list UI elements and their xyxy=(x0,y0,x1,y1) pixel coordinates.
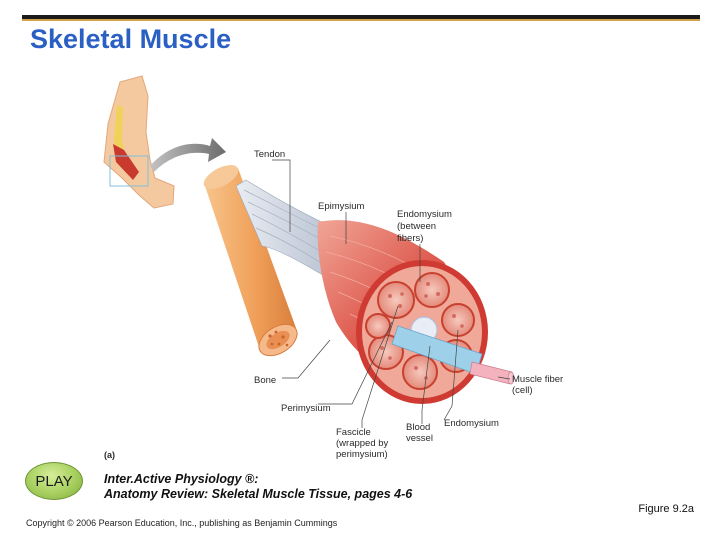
panel-letter: (a) xyxy=(104,450,115,460)
figure-number: Figure 9.2a xyxy=(638,503,694,515)
label-endomysium-between-1: Endomysium xyxy=(397,209,452,220)
bone xyxy=(203,165,298,357)
label-blood-vessel-1: Blood xyxy=(406,422,430,433)
reference-text: Inter.Active Physiology ®: Anatomy Revie… xyxy=(104,472,412,502)
label-epimysium: Epimysium xyxy=(318,201,365,212)
copyright-text: Copyright © 2006 Pearson Education, Inc.… xyxy=(26,518,338,528)
label-fascicle-1: Fascicle xyxy=(336,427,371,438)
magnified-region-box xyxy=(109,155,149,187)
label-blood-vessel-2: vessel xyxy=(406,433,433,444)
label-perimysium: Perimysium xyxy=(281,403,331,414)
magnify-arrow-icon xyxy=(150,138,226,172)
reference-line-2: Anatomy Review: Skeletal Muscle Tissue, … xyxy=(104,487,413,501)
label-endomysium: Endomysium xyxy=(444,418,499,429)
label-muscle-fiber-1: Muscle fiber xyxy=(512,374,563,385)
label-fascicle-3: perimysium) xyxy=(336,449,388,460)
arm-illustration xyxy=(103,75,175,209)
arm-muscle xyxy=(113,144,139,180)
muscle-fiber xyxy=(469,361,513,385)
label-endomysium-between-3: fibers) xyxy=(397,233,423,244)
label-tendon: Tendon xyxy=(254,149,285,160)
top-rule-accent xyxy=(22,19,700,21)
label-endomysium-between-2: (between xyxy=(397,221,436,232)
top-rule xyxy=(22,15,700,19)
page-title: Skeletal Muscle xyxy=(30,24,232,54)
label-fascicle-2: (wrapped by xyxy=(336,438,389,449)
play-button[interactable]: PLAY xyxy=(25,462,83,500)
leader-lines xyxy=(272,159,511,428)
label-muscle-fiber-2: (cell) xyxy=(512,385,533,396)
label-bone: Bone xyxy=(254,375,276,386)
muscle-cross-section xyxy=(356,260,488,404)
reference-line-1: Inter.Active Physiology ®: xyxy=(104,472,259,486)
